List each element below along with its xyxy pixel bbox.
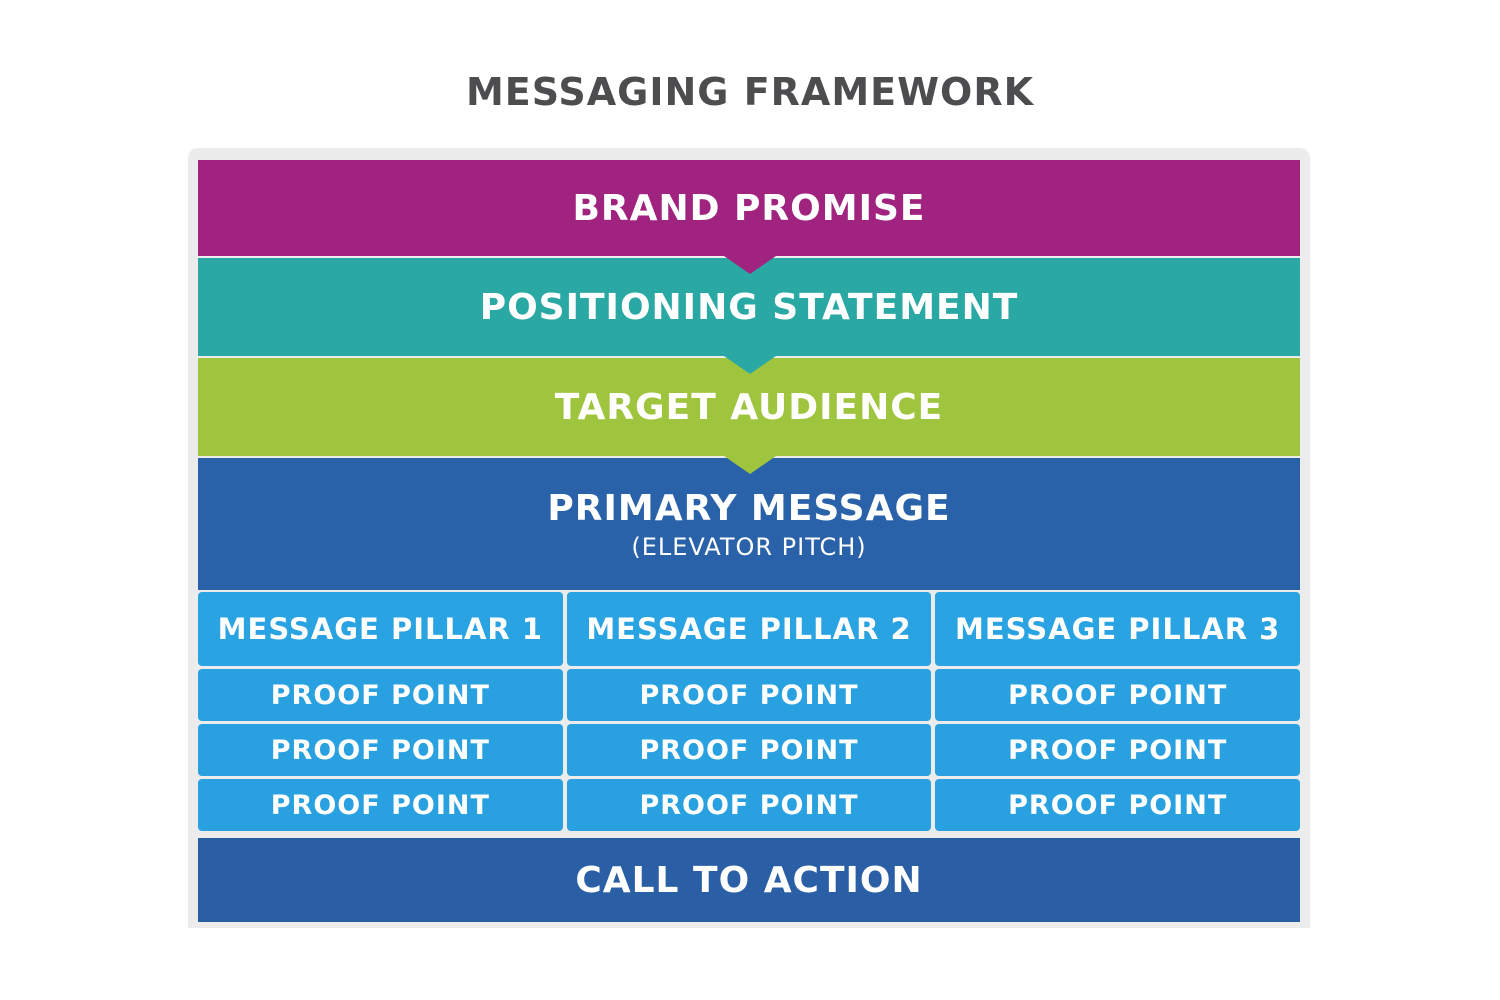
proof-point: PROOF POINT [566, 724, 932, 776]
primary-message-sublabel: (ELEVATOR PITCH) [631, 532, 867, 561]
pillar-column-1: MESSAGE PILLAR 1 PROOF POINT PROOF POINT… [198, 592, 563, 836]
proof-point: PROOF POINT [566, 779, 932, 831]
target-audience-arrow [724, 456, 776, 474]
positioning-statement-label: POSITIONING STATEMENT [479, 286, 1019, 328]
pillar-column-3: MESSAGE PILLAR 3 PROOF POINT PROOF POINT… [935, 592, 1301, 836]
pillar-column-2: MESSAGE PILLAR 2 PROOF POINT PROOF POINT… [566, 592, 932, 836]
diagram-title: MESSAGING FRAMEWORK [465, 70, 1035, 114]
proof-point: PROOF POINT [566, 669, 932, 721]
primary-message-label: PRIMARY MESSAGE [547, 487, 951, 529]
proof-point: PROOF POINT [198, 669, 563, 721]
brand-promise-arrow [724, 256, 776, 274]
target-audience-band: TARGET AUDIENCE [198, 358, 1300, 456]
positioning-statement-arrow [724, 356, 776, 374]
message-pillar-1: MESSAGE PILLAR 1 [198, 592, 563, 666]
proof-point: PROOF POINT [935, 724, 1301, 776]
brand-promise-label: BRAND PROMISE [572, 187, 926, 229]
message-pillar-2: MESSAGE PILLAR 2 [566, 592, 932, 666]
positioning-statement-band: POSITIONING STATEMENT [198, 258, 1300, 356]
proof-point: PROOF POINT [935, 669, 1301, 721]
call-to-action-band: CALL TO ACTION [198, 838, 1300, 922]
target-audience-label: TARGET AUDIENCE [554, 386, 944, 428]
primary-message-band: PRIMARY MESSAGE (ELEVATOR PITCH) [198, 458, 1300, 590]
pillars-grid: MESSAGE PILLAR 1 PROOF POINT PROOF POINT… [198, 592, 1301, 836]
message-pillar-3: MESSAGE PILLAR 3 [935, 592, 1301, 666]
brand-promise-band: BRAND PROMISE [198, 160, 1300, 256]
call-to-action-label: CALL TO ACTION [575, 859, 923, 901]
proof-point: PROOF POINT [198, 779, 563, 831]
proof-point: PROOF POINT [198, 724, 563, 776]
proof-point: PROOF POINT [935, 779, 1301, 831]
